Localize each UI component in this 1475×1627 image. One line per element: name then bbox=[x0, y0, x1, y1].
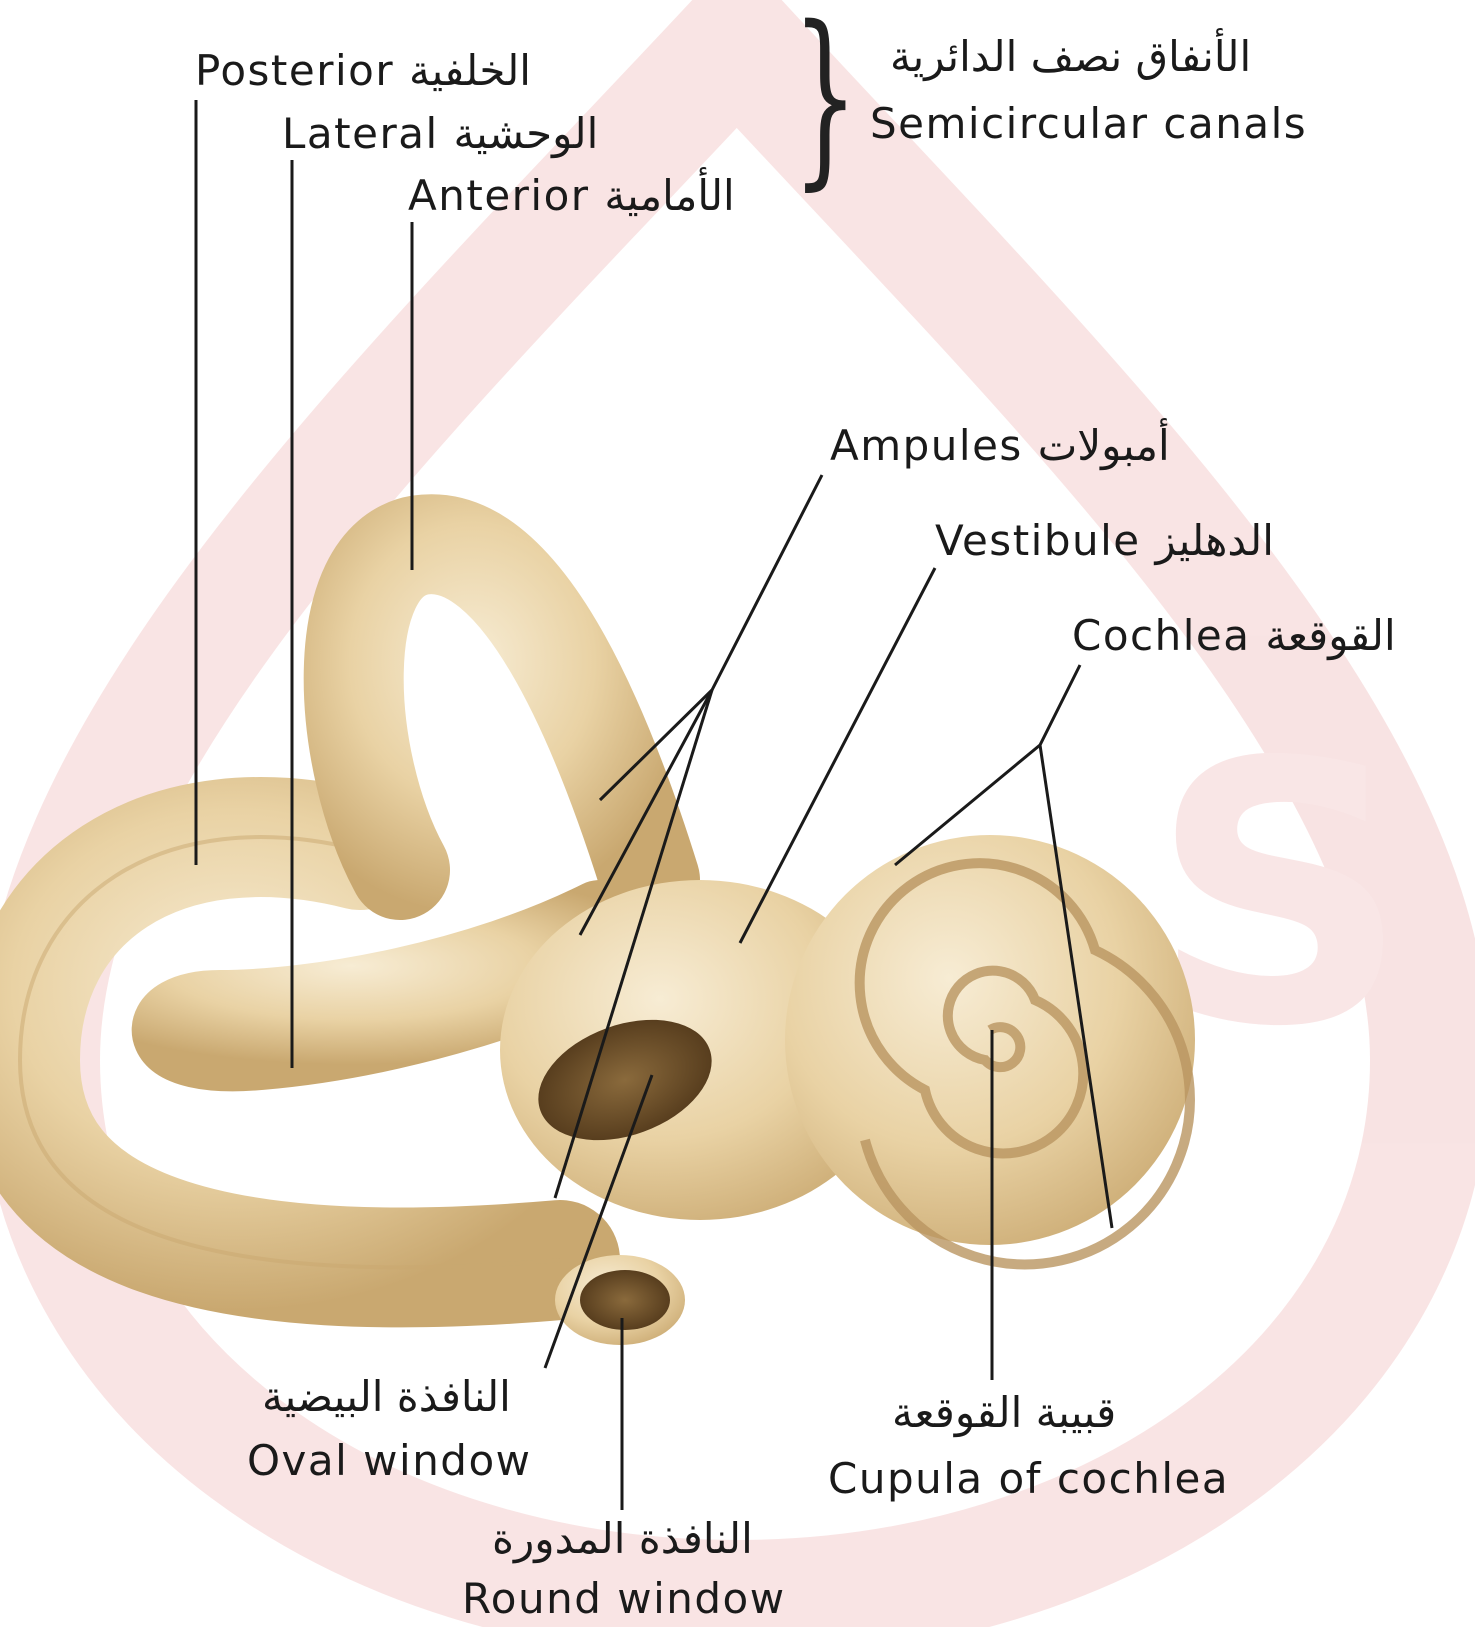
round-window-en-text: Round window bbox=[462, 1574, 786, 1623]
anterior-ar-text: الأمامية bbox=[604, 171, 734, 220]
cupula-ar-text: قبيبة القوقعة bbox=[892, 1388, 1116, 1437]
anterior-en-text: Anterior bbox=[408, 171, 590, 220]
lateral-ar-text: الوحشية bbox=[453, 109, 598, 158]
ampules-en-text: Ampules bbox=[830, 421, 1023, 470]
label-ampules: Ampules أمبولات bbox=[830, 425, 1170, 467]
cochlea-shape bbox=[785, 835, 1195, 1264]
bracket-brace: } bbox=[792, 2, 858, 192]
label-oval-window-ar: النافذة البيضية bbox=[262, 1376, 511, 1418]
label-round-window-ar: النافذة المدورة bbox=[492, 1518, 753, 1560]
cupula-en-text: Cupula of cochlea bbox=[828, 1454, 1229, 1503]
label-oval-window-en: Oval window bbox=[247, 1440, 532, 1482]
cochlea-ar-text: القوقعة bbox=[1265, 611, 1395, 660]
label-cupula-ar: قبيبة القوقعة bbox=[892, 1392, 1116, 1434]
label-cochlea: Cochlea القوقعة bbox=[1072, 615, 1396, 657]
vestibule-ar-text: الدهليز bbox=[1155, 516, 1273, 565]
oval-window-ar-text: النافذة البيضية bbox=[262, 1372, 511, 1421]
label-vestibule: Vestibule الدهليز bbox=[935, 520, 1274, 562]
posterior-ar-text: الخلفية bbox=[409, 46, 531, 95]
semicircular-ar-text: الأنفاق نصف الدائرية bbox=[890, 32, 1251, 81]
posterior-en-text: Posterior bbox=[195, 46, 394, 95]
lateral-en-text: Lateral bbox=[282, 109, 439, 158]
vestibule-en-text: Vestibule bbox=[935, 516, 1141, 565]
label-semicircular-ar: الأنفاق نصف الدائرية bbox=[890, 36, 1251, 78]
label-round-window-en: Round window bbox=[462, 1578, 786, 1620]
label-cupula-en: Cupula of cochlea bbox=[828, 1458, 1229, 1500]
round-window-ar-text: النافذة المدورة bbox=[492, 1514, 753, 1563]
cochlea-en-text: Cochlea bbox=[1072, 611, 1250, 660]
label-posterior: Posterior الخلفية bbox=[195, 50, 531, 92]
semicircular-en-text: Semicircular canals bbox=[870, 99, 1307, 148]
anterior-canal bbox=[354, 544, 650, 880]
ampules-ar-text: أمبولات bbox=[1038, 421, 1170, 470]
label-anterior: Anterior الأمامية bbox=[408, 175, 735, 217]
label-lateral: Lateral الوحشية bbox=[282, 113, 598, 155]
label-semicircular-en: Semicircular canals bbox=[870, 103, 1307, 145]
oval-window-en-text: Oval window bbox=[247, 1436, 532, 1485]
